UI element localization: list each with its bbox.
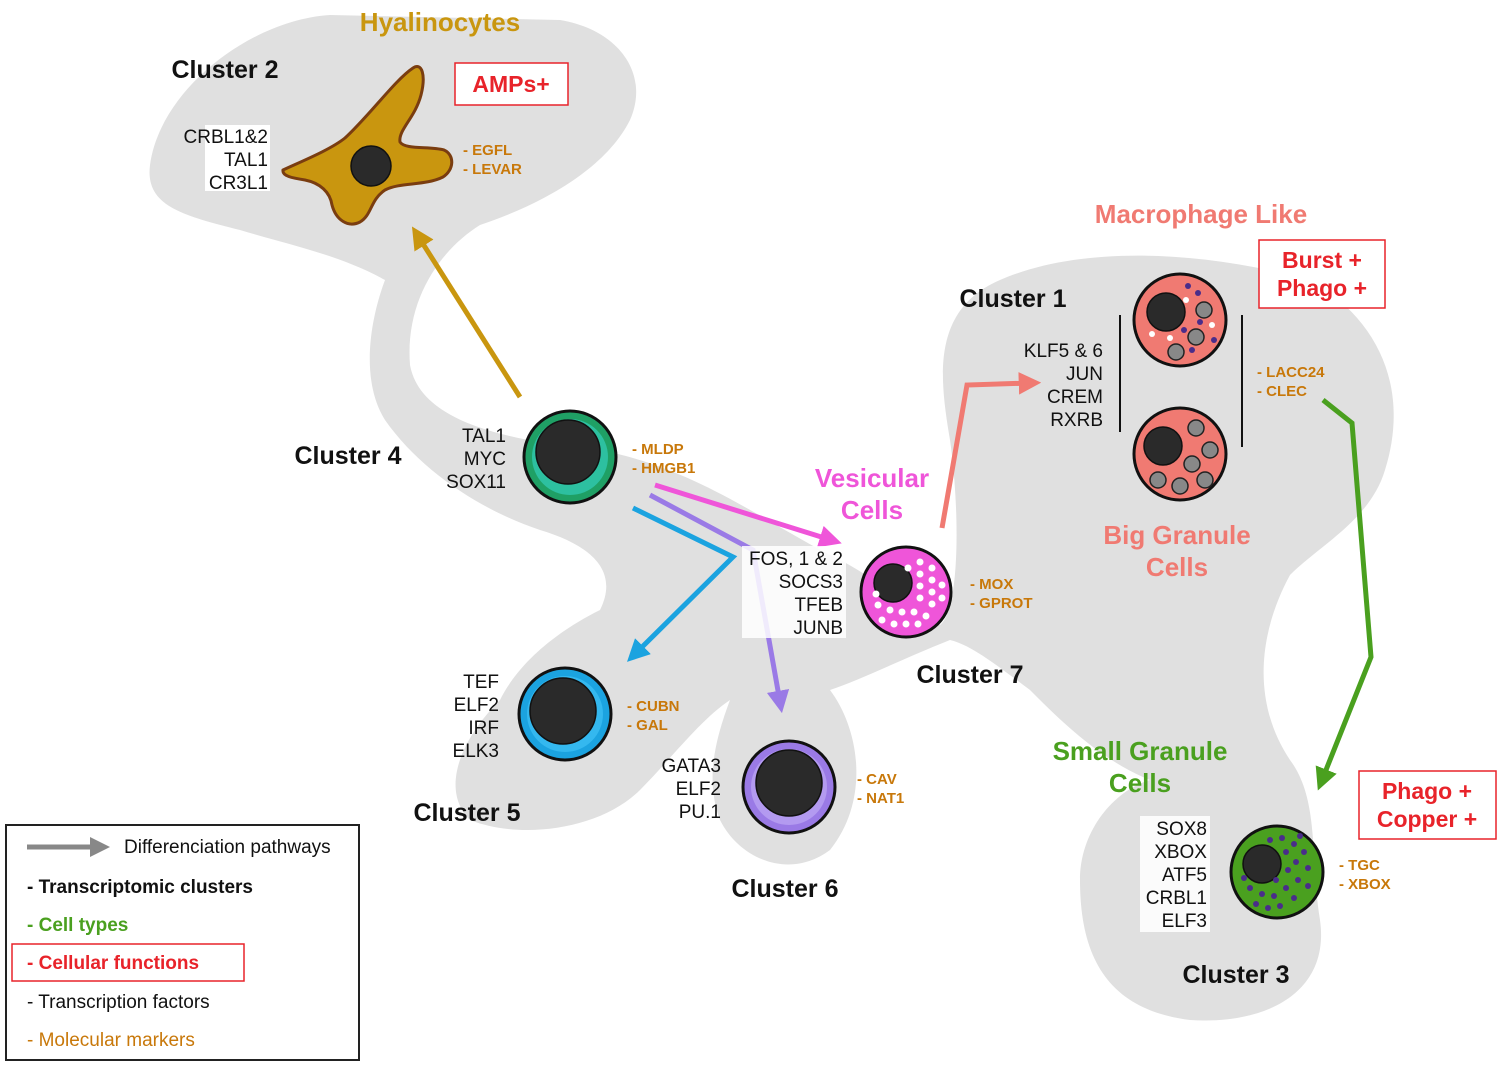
tf-item: ELF2 xyxy=(676,779,721,800)
function-box-phago-copper xyxy=(1358,770,1497,840)
legend-function-box xyxy=(11,943,245,982)
tf-item: RXRB xyxy=(1050,410,1103,431)
tf-item: CRBL1 xyxy=(1146,888,1207,909)
cell-type-big-granule-2: Cells xyxy=(1146,552,1208,582)
function-box-amps xyxy=(454,62,569,106)
legend-tfs: - Transcription factors xyxy=(27,992,210,1013)
tf-item: TAL1 xyxy=(462,426,506,447)
cluster-1-label: Cluster 1 xyxy=(960,285,1067,313)
function-phago: Phago + xyxy=(1382,778,1472,804)
nucleus xyxy=(529,677,597,745)
tf-item: TFEB xyxy=(794,595,843,616)
nucleus xyxy=(755,749,823,817)
legend-pathways: Differenciation pathways xyxy=(124,837,331,858)
marker-item: - XBOX xyxy=(1339,876,1391,893)
big-granule-cell xyxy=(1132,406,1228,502)
marker-item: - CUBN xyxy=(627,698,680,715)
marker-item: - EGFL xyxy=(463,142,512,159)
function-phago: Phago + xyxy=(1277,275,1367,301)
tf-item: SOX8 xyxy=(1156,819,1207,840)
tf-item: ATF5 xyxy=(1162,865,1207,886)
tf-item: CREM xyxy=(1047,387,1103,408)
marker-item: - GAL xyxy=(627,717,668,734)
nucleus xyxy=(350,145,392,187)
tf-item: FOS, 1 & 2 xyxy=(749,549,843,570)
tf-item: TEF xyxy=(463,672,499,693)
arrow-c4-to-c5 xyxy=(627,505,738,662)
arrow-c7-to-c1 xyxy=(939,372,1042,529)
tf-item: JUNB xyxy=(793,618,843,639)
tf-item: CRBL1&2 xyxy=(184,127,269,148)
legend: Differenciation pathways - Transcriptomi… xyxy=(5,824,360,1061)
cluster-6-label: Cluster 6 xyxy=(732,875,839,903)
vesicular-cell xyxy=(859,545,953,639)
hyalinocyte-cell xyxy=(281,65,454,226)
tf-item: PU.1 xyxy=(679,802,721,823)
tf-item: ELF2 xyxy=(454,695,499,716)
tf-item: KLF5 & 6 xyxy=(1024,341,1103,362)
cell-type-hyalinocytes: Hyalinocytes xyxy=(360,7,520,37)
tf-item: SOCS3 xyxy=(779,572,843,593)
function-burst: Burst + xyxy=(1282,247,1362,273)
tf-item: JUN xyxy=(1066,364,1103,385)
cluster-4-label: Cluster 4 xyxy=(295,442,402,470)
background-region xyxy=(149,15,1394,1021)
marker-item: - LEVAR xyxy=(463,161,522,178)
cluster-2-tfs: CRBL1&2 TAL1 CR3L1 xyxy=(184,125,270,194)
tf-item: IRF xyxy=(468,718,499,739)
cluster-3-label: Cluster 3 xyxy=(1183,961,1290,989)
cell-type-small-granule-2: Cells xyxy=(1109,768,1171,798)
tf-item: XBOX xyxy=(1154,842,1207,863)
tf-item: SOX11 xyxy=(446,472,506,493)
tf-item: TAL1 xyxy=(224,150,268,171)
tf-item: GATA3 xyxy=(662,756,721,777)
legend-markers: - Molecular markers xyxy=(27,1030,195,1051)
marker-item: - LACC24 xyxy=(1257,364,1325,381)
arrow-c1-to-c3 xyxy=(1315,398,1374,791)
marker-item: - TGC xyxy=(1339,857,1380,874)
tf-item: CR3L1 xyxy=(209,173,268,194)
marker-item: - GPROT xyxy=(970,595,1033,612)
marker-item: - NAT1 xyxy=(857,790,904,807)
function-box-burst-phago xyxy=(1258,239,1386,309)
function-amps: AMPs+ xyxy=(472,71,549,97)
tf-item: MYC xyxy=(464,449,506,470)
cell-type-macrophage-like: Macrophage Like xyxy=(1095,199,1307,229)
cluster-7-label: Cluster 7 xyxy=(917,661,1024,689)
tf-item: ELK3 xyxy=(453,741,499,762)
cluster-7-tfs: FOS, 1 & 2 SOCS3 TFEB JUNB xyxy=(742,546,846,639)
marker-item: - MOX xyxy=(970,576,1013,593)
cell-type-small-granule: Small Granule xyxy=(1053,736,1228,766)
marker-item: - MLDP xyxy=(632,441,684,458)
legend-box xyxy=(5,824,360,1061)
marker-item: - CAV xyxy=(857,771,897,788)
cell-type-vesicular-2: Cells xyxy=(841,495,903,525)
tf-item: ELF3 xyxy=(1162,911,1207,932)
cluster-3-tfs: SOX8 XBOX ATF5 CRBL1 ELF3 xyxy=(1140,816,1210,932)
cell-type-vesicular: Vesicular xyxy=(815,463,929,493)
macrophage-cell xyxy=(1132,272,1228,368)
marker-item: - HMGB1 xyxy=(632,460,695,477)
arrow-c4-to-c7 xyxy=(654,482,842,548)
arrow-c4-to-c2 xyxy=(411,226,523,399)
small-granule-cell xyxy=(1229,824,1325,920)
legend-functions: - Cellular functions xyxy=(27,953,199,974)
nucleus xyxy=(535,419,601,485)
function-copper: Copper + xyxy=(1377,806,1477,832)
cluster-2-label: Cluster 2 xyxy=(172,56,279,84)
cluster-5-label: Cluster 5 xyxy=(414,799,521,827)
cell-type-big-granule: Big Granule xyxy=(1103,520,1250,550)
legend-cell-types: - Cell types xyxy=(27,915,128,936)
legend-clusters: - Transcriptomic clusters xyxy=(27,877,253,898)
marker-item: - CLEC xyxy=(1257,383,1307,400)
